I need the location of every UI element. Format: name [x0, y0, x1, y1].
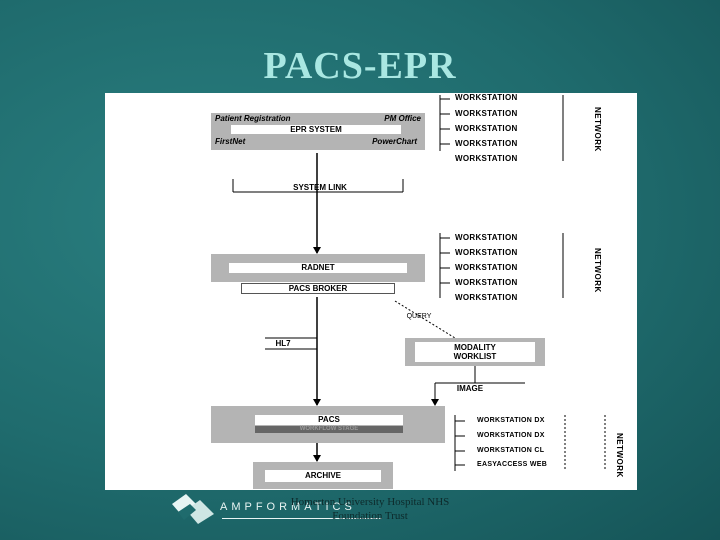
pacs-epr-diagram: Patient Registration PM Office EPR SYSTE…	[105, 93, 637, 490]
pacs-broker-block: PACS BROKER	[241, 283, 395, 294]
workstation-top-4: WORKSTATION	[455, 139, 518, 148]
ampformatics-logo-icon	[172, 494, 214, 524]
epr-system-block: Patient Registration PM Office EPR SYSTE…	[211, 113, 425, 150]
worklist-label: WORKLIST	[453, 352, 497, 361]
workstation-mid-5: WORKSTATION	[455, 293, 518, 302]
pm-office-label: PM Office	[384, 114, 421, 123]
radnet-label: RADNET	[229, 263, 407, 273]
workstation-mid-3: WORKSTATION	[455, 263, 518, 272]
powerchart-label: PowerChart	[372, 137, 417, 146]
workstation-top-5: WORKSTATION	[455, 154, 518, 163]
footer-line-2: Foundation Trust	[332, 510, 408, 522]
hl7-label: HL7	[275, 339, 291, 348]
patient-registration-label: Patient Registration	[215, 114, 291, 123]
pacs-sub-label: WORKFLOW STAGE	[255, 426, 403, 433]
modality-worklist-block: MODALITY WORKLIST	[405, 338, 545, 366]
workstation-mid-1: WORKSTATION	[455, 233, 518, 242]
workstation-bottom-2: WORKSTATION DX	[477, 432, 545, 439]
image-label: IMAGE	[456, 384, 484, 393]
ampformatics-logo-text: AMPFORMATICS	[220, 501, 356, 513]
workstation-top-3: WORKSTATION	[455, 124, 518, 133]
pacs-label: PACS	[255, 415, 403, 425]
page-title: PACS-EPR	[263, 45, 457, 87]
logo-underline	[222, 518, 382, 519]
network-label-top: NETWORK	[593, 107, 602, 152]
workstation-mid-2: WORKSTATION	[455, 248, 518, 257]
firstnet-label: FirstNet	[215, 137, 246, 146]
workstation-bottom-4: EASYACCESS WEB	[477, 461, 548, 468]
workstation-bottom-3: WORKSTATION CL	[477, 447, 545, 454]
query-label: QUERY	[406, 313, 432, 320]
system-link-label: SYSTEM LINK	[293, 183, 347, 192]
workstation-top-1: WORKSTATION	[455, 93, 518, 102]
epr-system-label: EPR SYSTEM	[231, 125, 401, 134]
pacs-block: PACS WORKFLOW STAGE	[211, 406, 445, 443]
radnet-block: RADNET	[211, 254, 425, 282]
diagram-connectors	[232, 95, 606, 471]
archive-label: ARCHIVE	[265, 470, 381, 482]
network-label-mid: NETWORK	[593, 248, 602, 293]
workstation-bottom-1: WORKSTATION DX	[477, 417, 545, 424]
archive-block: ARCHIVE	[253, 462, 393, 489]
workstation-top-2: WORKSTATION	[455, 109, 518, 118]
network-label-bottom: NETWORK	[615, 433, 624, 478]
modality-label: MODALITY	[454, 343, 496, 352]
workstation-mid-4: WORKSTATION	[455, 278, 518, 287]
footer-organisation: Homerton University Hospital NHS Foundat…	[270, 495, 470, 523]
footer-line-1: Homerton University Hospital NHS	[290, 496, 450, 508]
